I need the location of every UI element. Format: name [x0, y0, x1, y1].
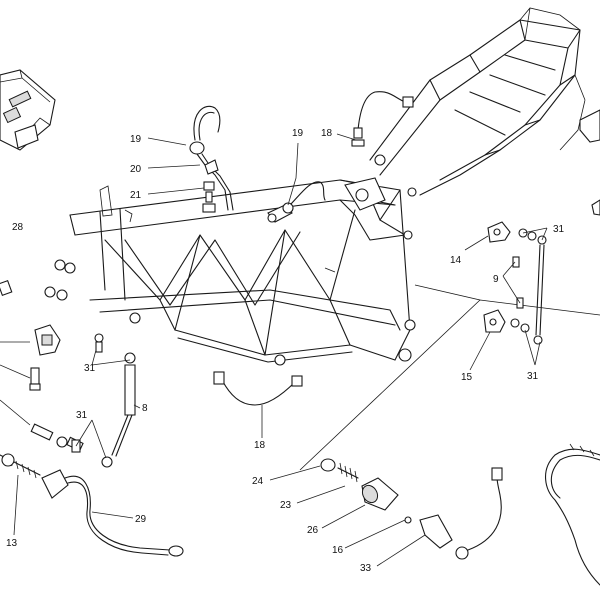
rear-bracket	[579, 109, 600, 216]
callout-8: 8	[142, 403, 148, 414]
ecu-unit	[0, 69, 56, 151]
callout-23: 23	[280, 500, 292, 511]
motorcycle-frame	[44, 7, 600, 471]
callout-9: 9	[493, 274, 499, 285]
callout-28: 28	[12, 222, 24, 233]
callout-19-sensor: 19	[292, 128, 304, 139]
callout-labels: 19 20 21 28 19 18 14 9 15 31 31 31 31 8 …	[6, 128, 565, 574]
callout-21: 21	[130, 190, 142, 201]
callout-20: 20	[130, 164, 142, 175]
callout-26: 26	[307, 525, 319, 536]
callout-18-mid: 18	[254, 440, 266, 451]
callout-31-mid: 31	[76, 410, 88, 421]
left-side-parts	[0, 279, 84, 452]
callout-18-top: 18	[321, 128, 333, 139]
gas-strut	[71, 333, 136, 468]
clutch-cable	[0, 453, 184, 557]
callout-16: 16	[332, 545, 344, 556]
sensor-hose-assembly	[189, 105, 234, 213]
callout-31-left: 31	[84, 363, 96, 374]
callout-13: 13	[6, 538, 18, 549]
shift-linkage	[483, 221, 547, 345]
callout-33: 33	[360, 563, 372, 574]
temperature-sensor	[267, 181, 326, 223]
callout-31-right-bottom: 31	[527, 371, 539, 382]
callout-14: 14	[450, 255, 462, 266]
leader-lines	[0, 133, 548, 567]
callout-24: 24	[252, 476, 264, 487]
sensor-housing-group	[320, 458, 503, 560]
callout-31-right-top: 31	[553, 224, 565, 235]
callout-15: 15	[461, 372, 473, 383]
speed-sensor-top	[351, 91, 414, 147]
callout-19-hose: 19	[130, 134, 142, 145]
callout-29: 29	[135, 514, 147, 525]
sensor-cable-right	[545, 443, 600, 586]
speed-sensor-bottom	[213, 371, 303, 406]
